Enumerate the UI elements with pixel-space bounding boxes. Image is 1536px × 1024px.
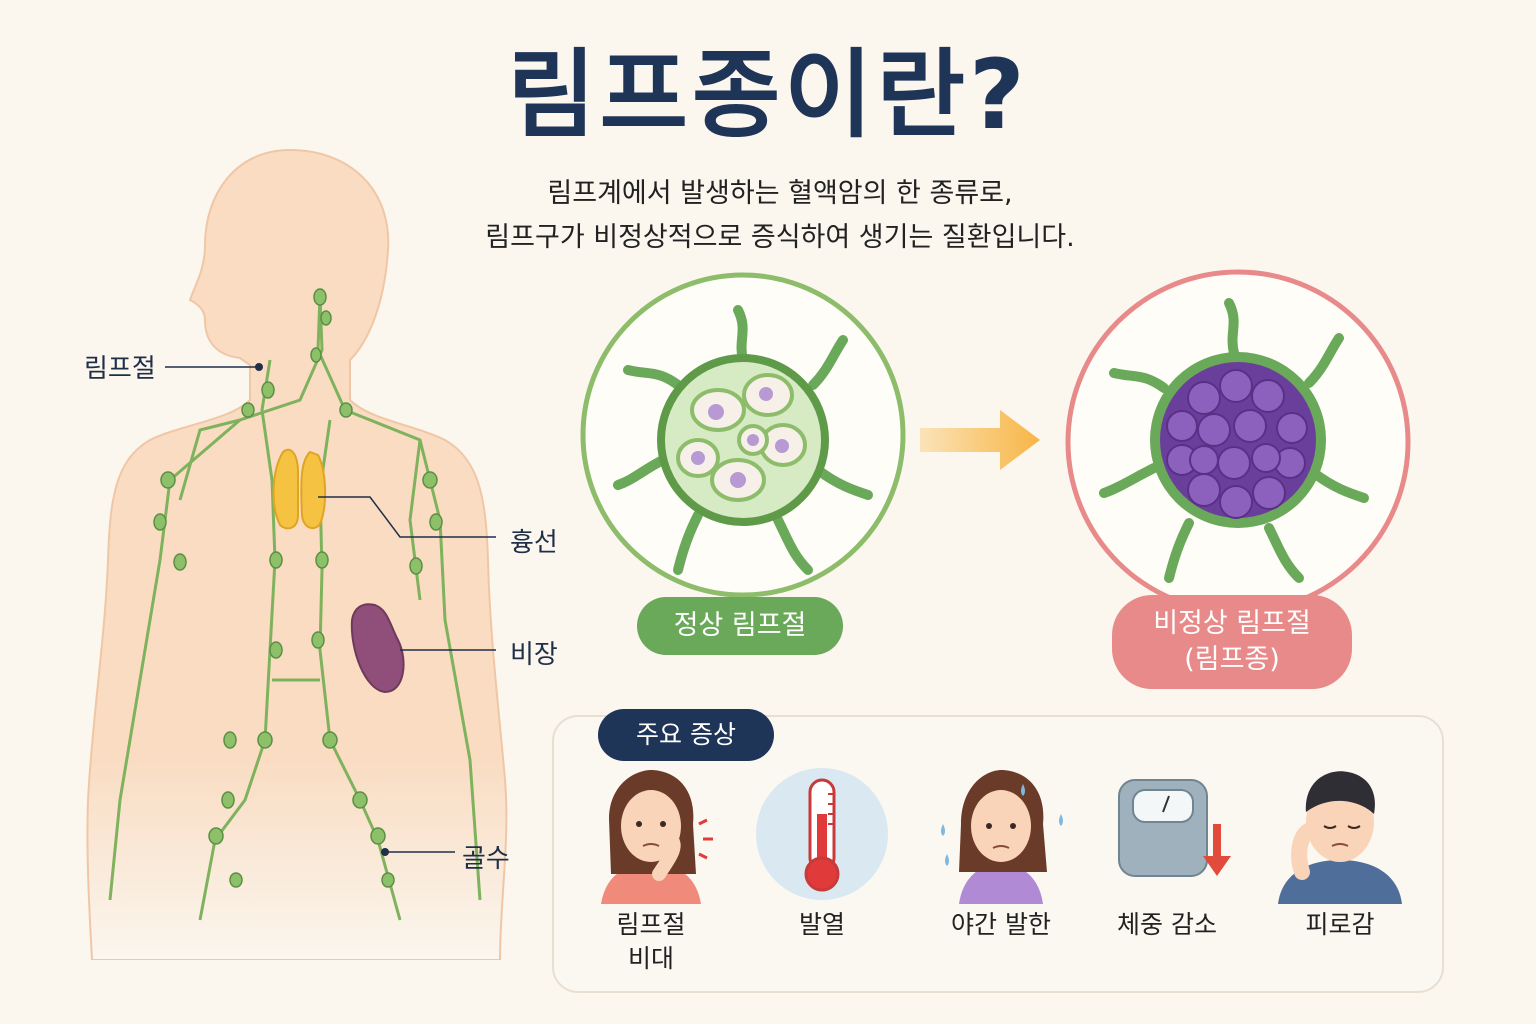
abnormal-node-label-line-2: (림프종) <box>1184 644 1280 675</box>
lymph-node-marker <box>255 363 263 371</box>
abnormal-node-label: 비정상 림프절 (림프종) <box>1112 595 1352 689</box>
subtitle-line-1: 림프계에서 발생하는 혈액암의 한 종류로, <box>547 178 1013 209</box>
transition-arrow-icon <box>920 410 1040 470</box>
subtitle-line-2: 림프구가 비정상적으로 증식하여 생기는 질환입니다. <box>485 222 1075 253</box>
lymph-nodes <box>153 288 443 888</box>
symptom-weight-loss: 체중 감소 <box>1092 764 1242 942</box>
page-title: 림프종이란? <box>507 39 1029 151</box>
scale-icon <box>1118 779 1231 877</box>
bone-marrow-marker <box>381 848 389 856</box>
body-silhouette <box>86 148 508 960</box>
spleen <box>350 603 405 694</box>
fatigue-icon <box>1278 771 1402 904</box>
subtitle: 림프계에서 발생하는 혈액암의 한 종류로, 림프구가 비정상적으로 증식하여 … <box>380 172 1180 260</box>
normal-node-label: 정상 림프절 <box>637 597 843 655</box>
normal-lymph-node-illustration <box>580 272 906 598</box>
label-spleen: 비장 <box>510 640 558 670</box>
symptom-label: 야간 발한 <box>951 910 1051 939</box>
label-bone-marrow: 골수 <box>462 844 510 874</box>
symptom-label-line-1: 림프절 <box>616 910 686 939</box>
symptom-label: 피로감 <box>1305 910 1375 939</box>
abnormal-node-label-line-1: 비정상 림프절 <box>1153 608 1311 639</box>
symptom-fever: 발열 <box>747 764 897 942</box>
label-lymph-node: 림프절 <box>84 354 156 384</box>
symptoms-heading: 주요 증상 <box>598 709 774 761</box>
symptom-night-sweats: 야간 발한 <box>926 764 1076 942</box>
body-lymphatic-illustration <box>86 148 508 960</box>
thymus <box>272 448 327 530</box>
abnormal-lymph-node-illustration <box>1065 269 1411 615</box>
night-sweat-icon <box>941 769 1063 904</box>
symptom-label-line-2: 비대 <box>627 944 674 973</box>
swollen-neck-icon <box>601 769 713 904</box>
symptom-swollen-lymph-node: 림프절 비대 <box>576 764 726 976</box>
symptom-label: 발열 <box>798 910 845 939</box>
symptom-fatigue: 피로감 <box>1265 764 1415 942</box>
leader-lines <box>165 366 496 853</box>
thermometer-icon <box>756 768 888 900</box>
label-thymus: 흉선 <box>510 528 558 558</box>
symptom-label: 체중 감소 <box>1117 910 1217 939</box>
